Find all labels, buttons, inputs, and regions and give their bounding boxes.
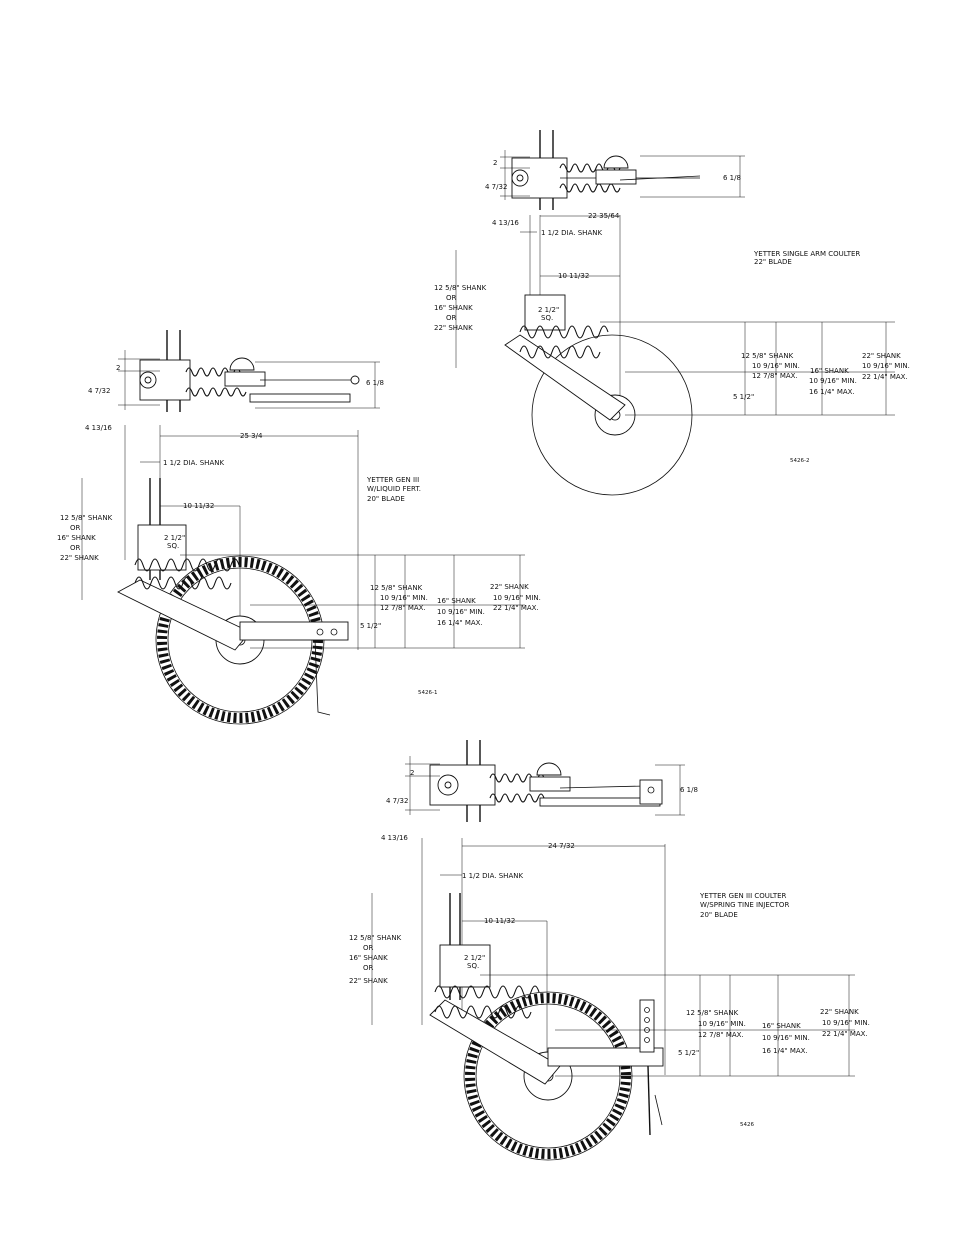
shank-opt-5: 22" SHANK (349, 977, 388, 985)
shank-opt-5: 22" SHANK (434, 324, 473, 332)
title-line3: 20" BLADE (367, 495, 405, 503)
top-view: 2 4 7/32 6 1/8 (88, 330, 384, 412)
dim-5-1-2: 5 1/2" (733, 393, 754, 401)
col2-line3: 16 1/4" MAX. (762, 1047, 808, 1055)
shank-opt-5: 22" SHANK (60, 554, 99, 562)
arm (504, 334, 626, 421)
dim-5-1-2: 5 1/2" (360, 622, 381, 630)
col3-line1: 22" SHANK (820, 1008, 859, 1016)
dim-length: 25 3/4 (240, 432, 263, 440)
col3-line3: 22 1/4" MAX. (493, 604, 539, 612)
dim-hub: 10 11/32 (183, 502, 214, 510)
shank-opt-4: OR (363, 964, 374, 972)
clamp-sq: SQ. (167, 542, 179, 550)
col3-line2: 10 9/16" MIN. (822, 1019, 870, 1027)
diagram-single-arm: 2 4 7/32 6 1/8 4 13/16 22 35/64 1 1/2 DI… (434, 130, 910, 496)
title-line2: W/SPRING TINE INJECTOR (700, 901, 789, 909)
drawing-code: 5426 (740, 1122, 754, 1128)
title-line3: 20" BLADE (700, 911, 738, 919)
clamp-size: 2 1/2" (464, 954, 485, 962)
dim-6-1-8: 6 1/8 (366, 379, 384, 387)
dim-4-13-16: 4 13/16 (85, 424, 112, 432)
spring-tine (647, 1065, 651, 1136)
dim-hub: 10 11/32 (484, 917, 515, 925)
fert-bracket (239, 621, 349, 641)
shank-opt-1: 12 5/8" SHANK (434, 284, 487, 292)
col2-line2: 10 9/16" MIN. (762, 1034, 810, 1042)
dim-4-7-32: 4 7/32 (88, 387, 110, 395)
clamp-size: 2 1/2" (538, 306, 559, 314)
shank-opt-1: 12 5/8" SHANK (60, 514, 113, 522)
shank-opt-3: 16" SHANK (434, 304, 473, 312)
col3-line3: 22 1/4" MAX. (822, 1030, 868, 1038)
title-line2: W/LIQUID FERT. (367, 485, 421, 493)
shank-opt-2: OR (446, 294, 457, 302)
side-view: 4 13/16 25 3/4 1 1/2 DIA. SHANK 10 11/32… (57, 424, 541, 725)
dim-2: 2 (410, 769, 414, 777)
col3-line2: 10 9/16" MIN. (493, 594, 541, 602)
clamp-size: 2 1/2" (164, 534, 185, 542)
shank-opt-4: OR (70, 544, 81, 552)
col1-line1: 12 5/8" SHANK (741, 352, 794, 360)
shank-opt-4: OR (446, 314, 457, 322)
col2-line3: 16 1/4" MAX. (809, 388, 855, 396)
side-view: 4 13/16 24 7/32 1 1/2 DIA. SHANK 10 11/3… (349, 834, 870, 1161)
col1-line2: 10 9/16" MIN. (380, 594, 428, 602)
dim-length: 22 35/64 (588, 212, 620, 220)
dim-5-1-2: 5 1/2" (678, 1049, 699, 1057)
shank-opt-2: OR (363, 944, 374, 952)
col1-line2: 10 9/16" MIN. (752, 362, 800, 370)
dim-length: 24 7/32 (548, 842, 575, 850)
shank-opt-2: OR (70, 524, 81, 532)
dim-4-13-16: 4 13/16 (492, 219, 519, 227)
dia-shank-label: 1 1/2 DIA. SHANK (541, 229, 602, 237)
shank-opt-3: 16" SHANK (349, 954, 388, 962)
dim-6-1-8: 6 1/8 (723, 174, 741, 182)
dim-4-7-32: 4 7/32 (386, 797, 408, 805)
clamp-sq: SQ. (541, 314, 553, 322)
col3-line2: 10 9/16" MIN. (862, 362, 910, 370)
dim-4-13-16: 4 13/16 (381, 834, 408, 842)
title-line2: 22" BLADE (754, 258, 792, 266)
col1-line1: 12 5/8" SHANK (686, 1009, 739, 1017)
col2-line3: 16 1/4" MAX. (437, 619, 483, 627)
col2-line1: 16" SHANK (437, 597, 476, 605)
diagram-gen3-injector: 2 4 7/32 6 1/8 4 13/16 24 7/32 1 1/2 DIA… (349, 740, 870, 1161)
shank-opt-1: 12 5/8" SHANK (349, 934, 402, 942)
title-line1: YETTER GEN III COULTER (699, 892, 787, 900)
col1-line1: 12 5/8" SHANK (370, 584, 423, 592)
col2-line2: 10 9/16" MIN. (809, 377, 857, 385)
col1-line2: 10 9/16" MIN. (698, 1020, 746, 1028)
dim-2: 2 (116, 364, 120, 372)
col1-line3: 12 7/8" MAX. (698, 1031, 744, 1039)
diagram-gen3-liquid: 2 4 7/32 6 1/8 4 13/16 25 3/4 1 1/2 DIA.… (57, 330, 541, 725)
dia-shank-label: 1 1/2 DIA. SHANK (462, 872, 523, 880)
drawing-code: 5426-1 (418, 690, 437, 696)
dim-4-7-32: 4 7/32 (485, 183, 507, 191)
top-view: 2 4 7/32 6 1/8 (485, 130, 745, 210)
shank-opt-3: 16" SHANK (57, 534, 96, 542)
col2-line2: 10 9/16" MIN. (437, 608, 485, 616)
dim-hub: 10 11/32 (558, 272, 589, 280)
top-view: 2 4 7/32 6 1/8 (386, 740, 698, 822)
clamp-sq: SQ. (467, 962, 479, 970)
dia-shank-label: 1 1/2 DIA. SHANK (163, 459, 224, 467)
col2-line1: 16" SHANK (762, 1022, 801, 1030)
dim-2: 2 (493, 159, 497, 167)
col1-line3: 12 7/8" MAX. (752, 372, 798, 380)
col3-line1: 22" SHANK (490, 583, 529, 591)
injector-bracket (547, 1047, 664, 1067)
col2-line1: 16" SHANK (810, 367, 849, 375)
title-line1: YETTER SINGLE ARM COULTER (753, 250, 860, 258)
title-line1: YETTER GEN III (366, 476, 419, 484)
drawing-code: 5426-2 (790, 458, 809, 464)
dim-6-1-8: 6 1/8 (680, 786, 698, 794)
side-view: 4 13/16 22 35/64 1 1/2 DIA. SHANK 10 11/… (434, 212, 910, 496)
col3-line3: 22 1/4" MAX. (862, 373, 908, 381)
col1-line3: 12 7/8" MAX. (380, 604, 426, 612)
spring-tine-mount (639, 999, 655, 1053)
col3-line1: 22" SHANK (862, 352, 901, 360)
